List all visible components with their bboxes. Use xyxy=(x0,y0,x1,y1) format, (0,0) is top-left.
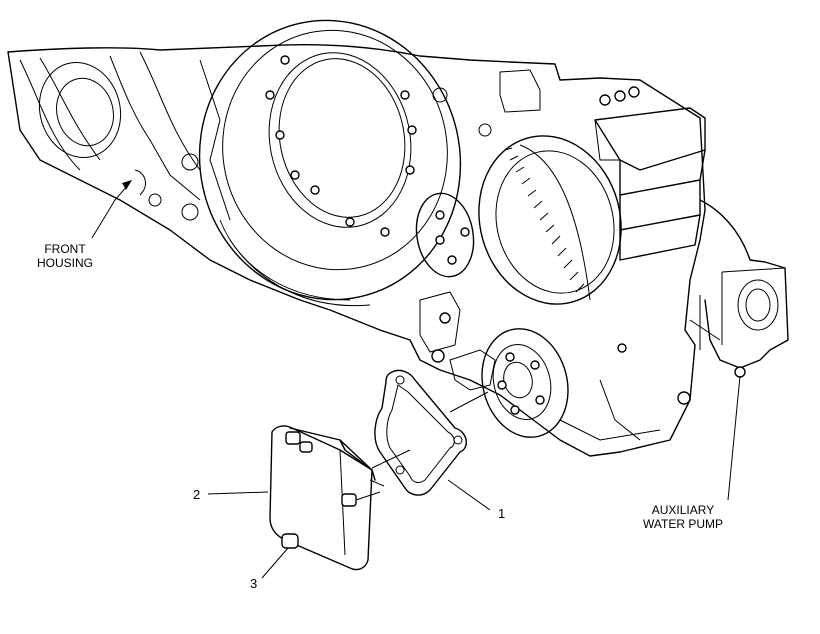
upper-right-block xyxy=(432,69,706,261)
callout-3: 3 xyxy=(250,576,258,591)
bore-bolts xyxy=(265,55,417,237)
idler-gear xyxy=(415,135,622,305)
large-bore xyxy=(198,19,462,307)
callout-2: 2 xyxy=(193,487,201,502)
lower-body-details xyxy=(419,291,691,441)
leader-lines xyxy=(91,180,741,579)
cover-plate xyxy=(269,425,385,571)
front-housing-label-line2: HOUSING xyxy=(36,256,93,270)
front-housing-label-line1: FRONT xyxy=(44,242,86,256)
aux-pump-label-line1: AUXILIARY xyxy=(651,503,715,517)
auxiliary-water-pump-label: AUXILIARY WATER PUMP xyxy=(628,503,738,531)
auxiliary-water-pump xyxy=(689,199,789,378)
front-housing-label: FRONT HOUSING xyxy=(30,242,100,270)
front-housing xyxy=(7,44,706,457)
aux-pump-label-line2: WATER PUMP xyxy=(643,517,723,531)
pump-mounting-port xyxy=(481,328,569,438)
gasket xyxy=(374,369,467,496)
assembly-lines xyxy=(371,391,489,469)
callout-1: 1 xyxy=(498,506,506,521)
